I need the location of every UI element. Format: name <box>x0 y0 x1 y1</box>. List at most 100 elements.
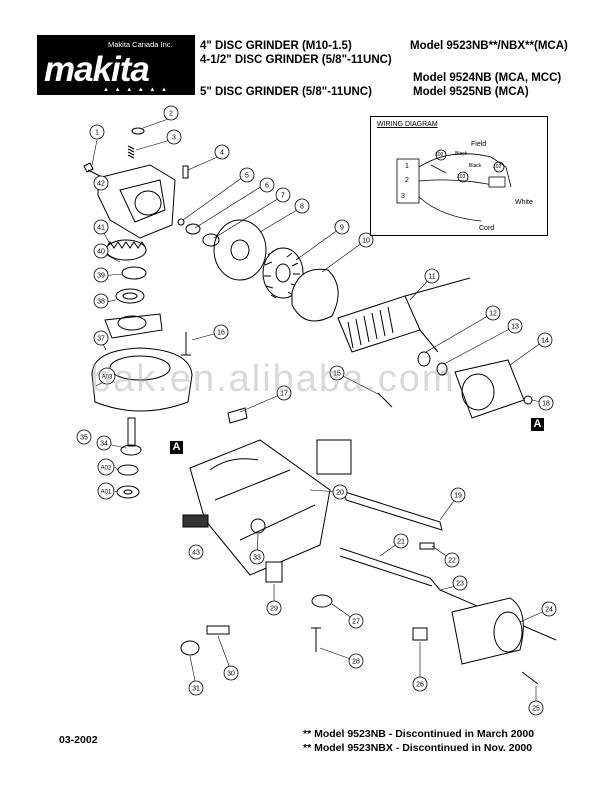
callout-A03: A03 <box>98 367 116 385</box>
svg-text:16: 16 <box>217 330 225 337</box>
svg-text:11: 11 <box>428 274 435 281</box>
switch-terminal-2: 2 <box>405 177 409 184</box>
svg-text:A03: A03 <box>102 375 113 381</box>
svg-text:5: 5 <box>245 173 249 180</box>
svg-text:30: 30 <box>227 671 235 678</box>
callout-42: 42 <box>93 175 109 191</box>
callout-18: 18 <box>538 395 554 411</box>
callout-2: 2 <box>163 105 179 121</box>
svg-text:6: 6 <box>265 183 269 190</box>
discontinued-note-1: ** Model 9523NB - Discontinued in March … <box>303 728 535 740</box>
callout-23: 23 <box>452 575 468 591</box>
callout-28: 28 <box>348 653 364 669</box>
svg-text:1: 1 <box>95 130 99 137</box>
title-line-2: 4-1/2" DISC GRINDER (5/8"-11UNC) <box>200 54 392 66</box>
discontinued-note-2: ** Model 9523NBX - Discontinued in Nov. … <box>303 742 533 754</box>
model-line-3: Model 9525NB (MCA) <box>413 86 529 98</box>
svg-text:12: 12 <box>489 311 497 318</box>
callout-24: 24 <box>541 601 557 617</box>
svg-text:25: 25 <box>532 706 540 713</box>
gear-housing <box>97 164 176 239</box>
part-drawings <box>83 127 557 685</box>
title-line-3: 5" DISC GRINDER (5/8"-11UNC) <box>200 86 372 98</box>
washer-part <box>131 127 145 135</box>
svg-text:29: 29 <box>270 606 278 613</box>
svg-text:43: 43 <box>192 550 200 557</box>
callout-29: 29 <box>266 600 282 616</box>
wiring-label-103: 103 <box>457 174 466 180</box>
svg-text:15: 15 <box>333 371 341 378</box>
brand-wordmark: makita <box>44 50 150 89</box>
svg-text:17: 17 <box>280 391 288 398</box>
callout-7: 7 <box>275 187 291 203</box>
wiring-label-white: White <box>515 199 533 206</box>
svg-text:8: 8 <box>300 204 304 211</box>
callout-15: 15 <box>329 365 345 381</box>
callout-A02: A02 <box>97 458 115 476</box>
section-mark-a-right: A <box>531 418 544 431</box>
model-line-2: Model 9524NB (MCA, MCC) <box>413 72 562 84</box>
svg-text:3: 3 <box>172 135 176 142</box>
svg-text:27: 27 <box>352 619 360 626</box>
svg-text:31: 31 <box>192 686 200 693</box>
svg-text:20: 20 <box>336 490 344 497</box>
callout-10: 10 <box>358 232 374 248</box>
field-coil <box>454 359 525 419</box>
callout-22: 22 <box>444 552 460 568</box>
svg-text:42: 42 <box>97 181 105 188</box>
svg-text:21: 21 <box>397 539 405 546</box>
svg-text:4: 4 <box>220 150 224 157</box>
svg-text:13: 13 <box>511 324 519 331</box>
svg-text:38: 38 <box>97 299 105 306</box>
svg-text:37: 37 <box>97 336 105 343</box>
callout-20: 20 <box>332 484 348 500</box>
watermark: bak.en.alibaba.com <box>90 358 456 400</box>
callout-39: 39 <box>93 267 109 283</box>
svg-text:26: 26 <box>416 682 424 689</box>
callout-25: 25 <box>528 700 544 716</box>
callout-26: 26 <box>412 676 428 692</box>
title-line-1: 4" DISC GRINDER (M10-1.5) <box>200 40 352 52</box>
callout-43: 43 <box>188 544 204 560</box>
wiring-diagram: WIRING DIAGRAM 100 103 102 Field Black B… <box>370 116 548 236</box>
svg-text:A01: A01 <box>101 490 112 496</box>
callout-9: 9 <box>334 219 350 235</box>
callout-8: 8 <box>294 198 310 214</box>
callout-35: 35 <box>76 429 92 445</box>
svg-text:35: 35 <box>80 435 88 442</box>
wiring-label-cord: Cord <box>479 225 495 232</box>
callout-3: 3 <box>166 129 182 145</box>
svg-text:24: 24 <box>545 607 553 614</box>
callout-13: 13 <box>507 318 523 334</box>
wiring-label-field: Field <box>471 141 487 148</box>
svg-text:23: 23 <box>456 581 464 588</box>
callout-6: 6 <box>259 177 275 193</box>
callout-30: 30 <box>223 665 239 681</box>
callout-17: 17 <box>276 385 292 401</box>
svg-text:34: 34 <box>100 441 108 448</box>
svg-text:41: 41 <box>97 225 105 232</box>
callout-14: 14 <box>537 332 553 348</box>
callout-34: 34 <box>96 435 112 451</box>
brand-dots: ▲ ▲ ▲ ▲ ▲ ▲ <box>103 87 169 93</box>
wiring-label-black-1: Black <box>455 151 468 157</box>
callout-12: 12 <box>485 305 501 321</box>
armature <box>337 295 421 353</box>
callout-5: 5 <box>239 167 255 183</box>
callout-bubbles: 1 2 3 4 5 6 7 8 9 10 11 12 13 14 15 16 1… <box>76 105 557 716</box>
brand-logo <box>37 35 195 95</box>
callout-21: 21 <box>393 533 409 549</box>
callout-11: 11 <box>424 268 440 284</box>
callout-33: 33 <box>249 549 265 565</box>
switch-terminal-1: 1 <box>405 163 409 170</box>
wiring-title: WIRING DIAGRAM <box>377 121 438 128</box>
svg-text:2: 2 <box>169 111 173 118</box>
svg-text:14: 14 <box>541 338 549 345</box>
svg-text:33: 33 <box>253 555 261 562</box>
switch-terminal-3: 3 <box>401 193 405 200</box>
bevel-gear <box>105 239 147 261</box>
wiring-schematic <box>396 149 512 222</box>
callout-4: 4 <box>214 144 230 160</box>
callout-19: 19 <box>450 487 466 503</box>
svg-text:18: 18 <box>542 401 550 408</box>
